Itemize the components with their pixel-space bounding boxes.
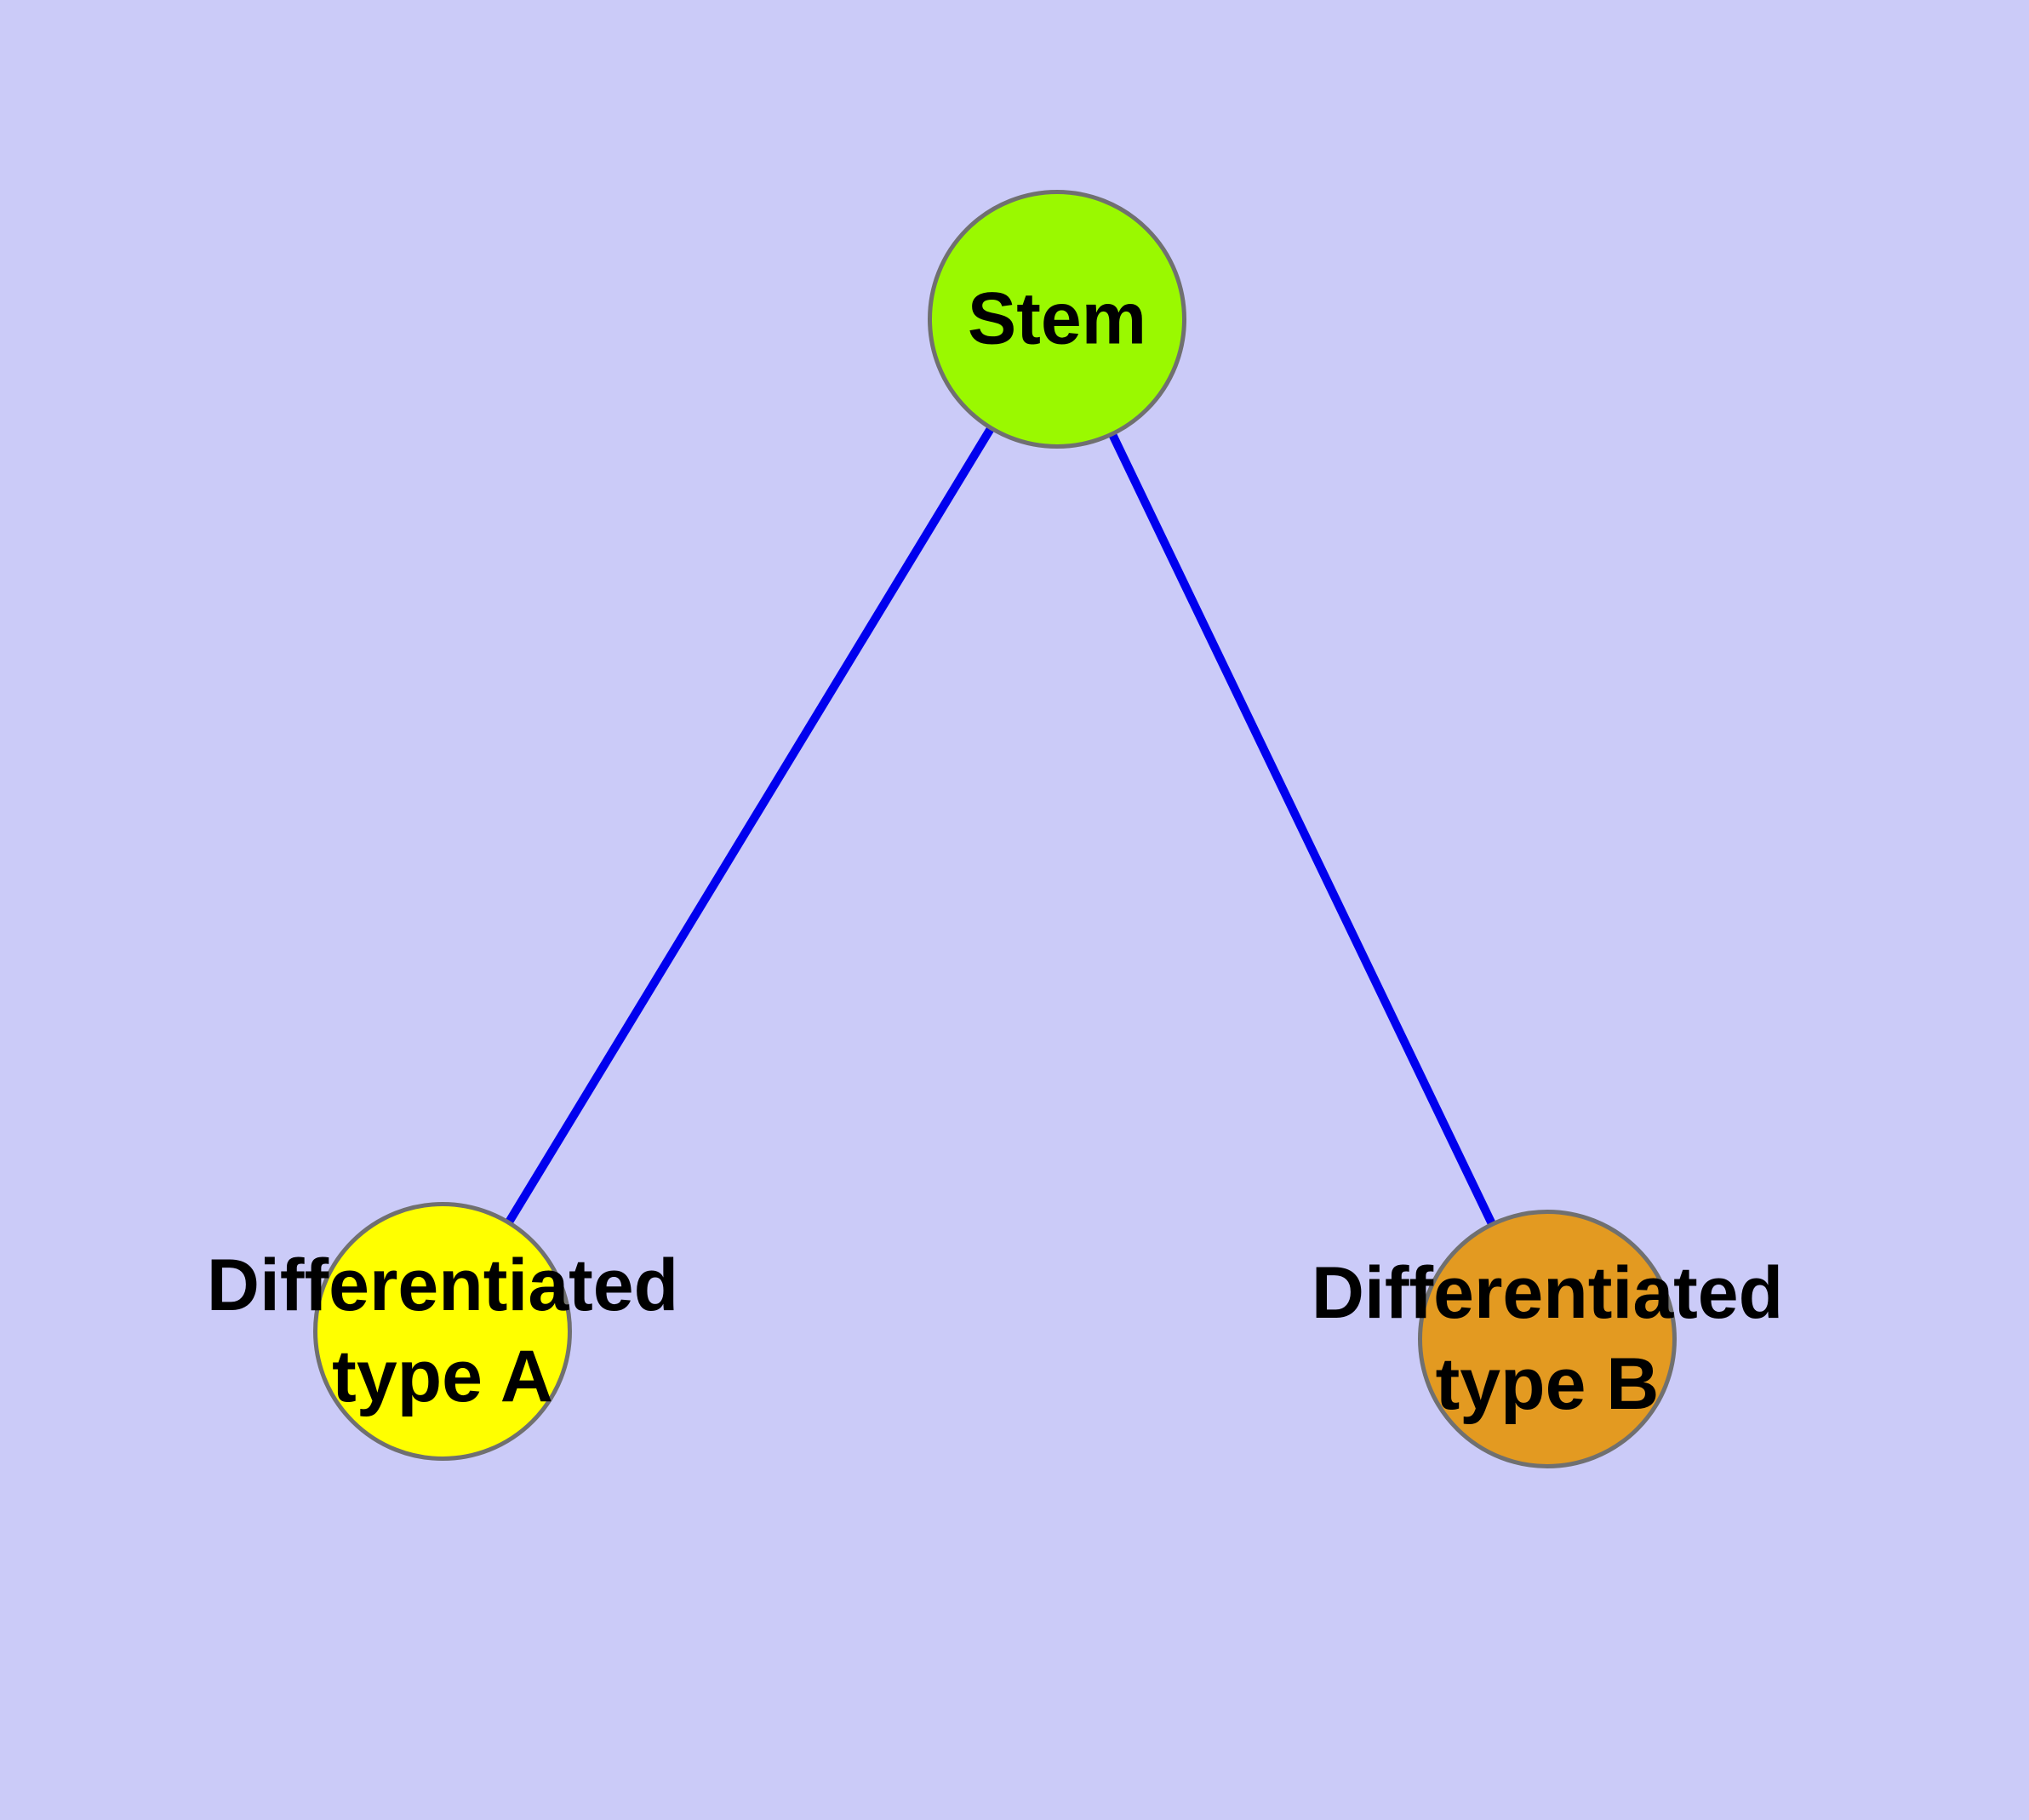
type-b-label-line-1: Differentiated bbox=[1311, 1252, 1784, 1334]
stem-label-line-1: Stem bbox=[967, 278, 1147, 360]
stem-node-label: Stem bbox=[968, 274, 1146, 365]
type-a-label-line-2: type A bbox=[332, 1336, 553, 1417]
type-b-node-label: Differentiated type B bbox=[1312, 1248, 1783, 1430]
type-a-node-label: Differentiated type A bbox=[207, 1240, 678, 1422]
stem-node-circle bbox=[928, 190, 1186, 449]
type-a-node-circle bbox=[313, 1202, 572, 1461]
type-b-node-circle bbox=[1418, 1210, 1677, 1468]
type-b-label-line-2: type B bbox=[1435, 1343, 1660, 1425]
type-a-label-line-1: Differentiated bbox=[206, 1245, 679, 1326]
edge-stem-to-type-a bbox=[438, 317, 1061, 1334]
edge-stem-to-type-b bbox=[1053, 317, 1552, 1342]
